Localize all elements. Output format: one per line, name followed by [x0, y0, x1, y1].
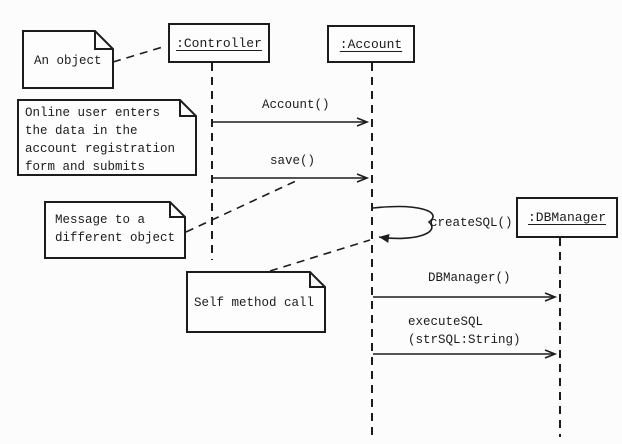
- message-label-executesql: executeSQL (strSQL:String): [408, 315, 521, 347]
- actor-dbmanager-label: :DBManager: [527, 210, 606, 225]
- actor-account: :Account: [327, 25, 415, 63]
- actor-controller: :Controller: [168, 23, 270, 63]
- actor-account-label: :Account: [339, 36, 403, 52]
- message-label-dbmanager: DBManager(): [428, 271, 511, 285]
- note-shape-an-object: [22, 30, 114, 89]
- connector-message-note-to-save-arrow: [185, 179, 299, 233]
- message-label-account: Account(): [262, 98, 330, 112]
- note-shape-message-different: [44, 201, 186, 259]
- actor-dbmanager: :DBManager: [516, 197, 618, 238]
- note-shape-self-call: [186, 271, 326, 333]
- note-an-object: An object: [34, 54, 102, 68]
- note-fold-online-user-icon: [179, 100, 196, 117]
- note-shape-online-user: [17, 99, 197, 176]
- connector-an-object-to-controller: [112, 45, 167, 63]
- note-fold-self-call-icon: [309, 272, 325, 288]
- note-online-user: Online user enters the data in the accou…: [25, 106, 176, 174]
- note-fold-message-different-icon: [169, 202, 185, 218]
- message-label-save: save(): [270, 154, 316, 168]
- note-message-different: Message to a different object: [55, 213, 176, 245]
- actor-controller-label: :Controller: [176, 35, 262, 51]
- note-fold-an-object-icon: [94, 31, 113, 50]
- createsql-self-call-loop: [372, 205, 434, 243]
- note-self-call: Self method call: [194, 296, 315, 310]
- connector-self-note-to-loop: [269, 239, 371, 272]
- message-label-createsql: createSQL(): [430, 216, 513, 230]
